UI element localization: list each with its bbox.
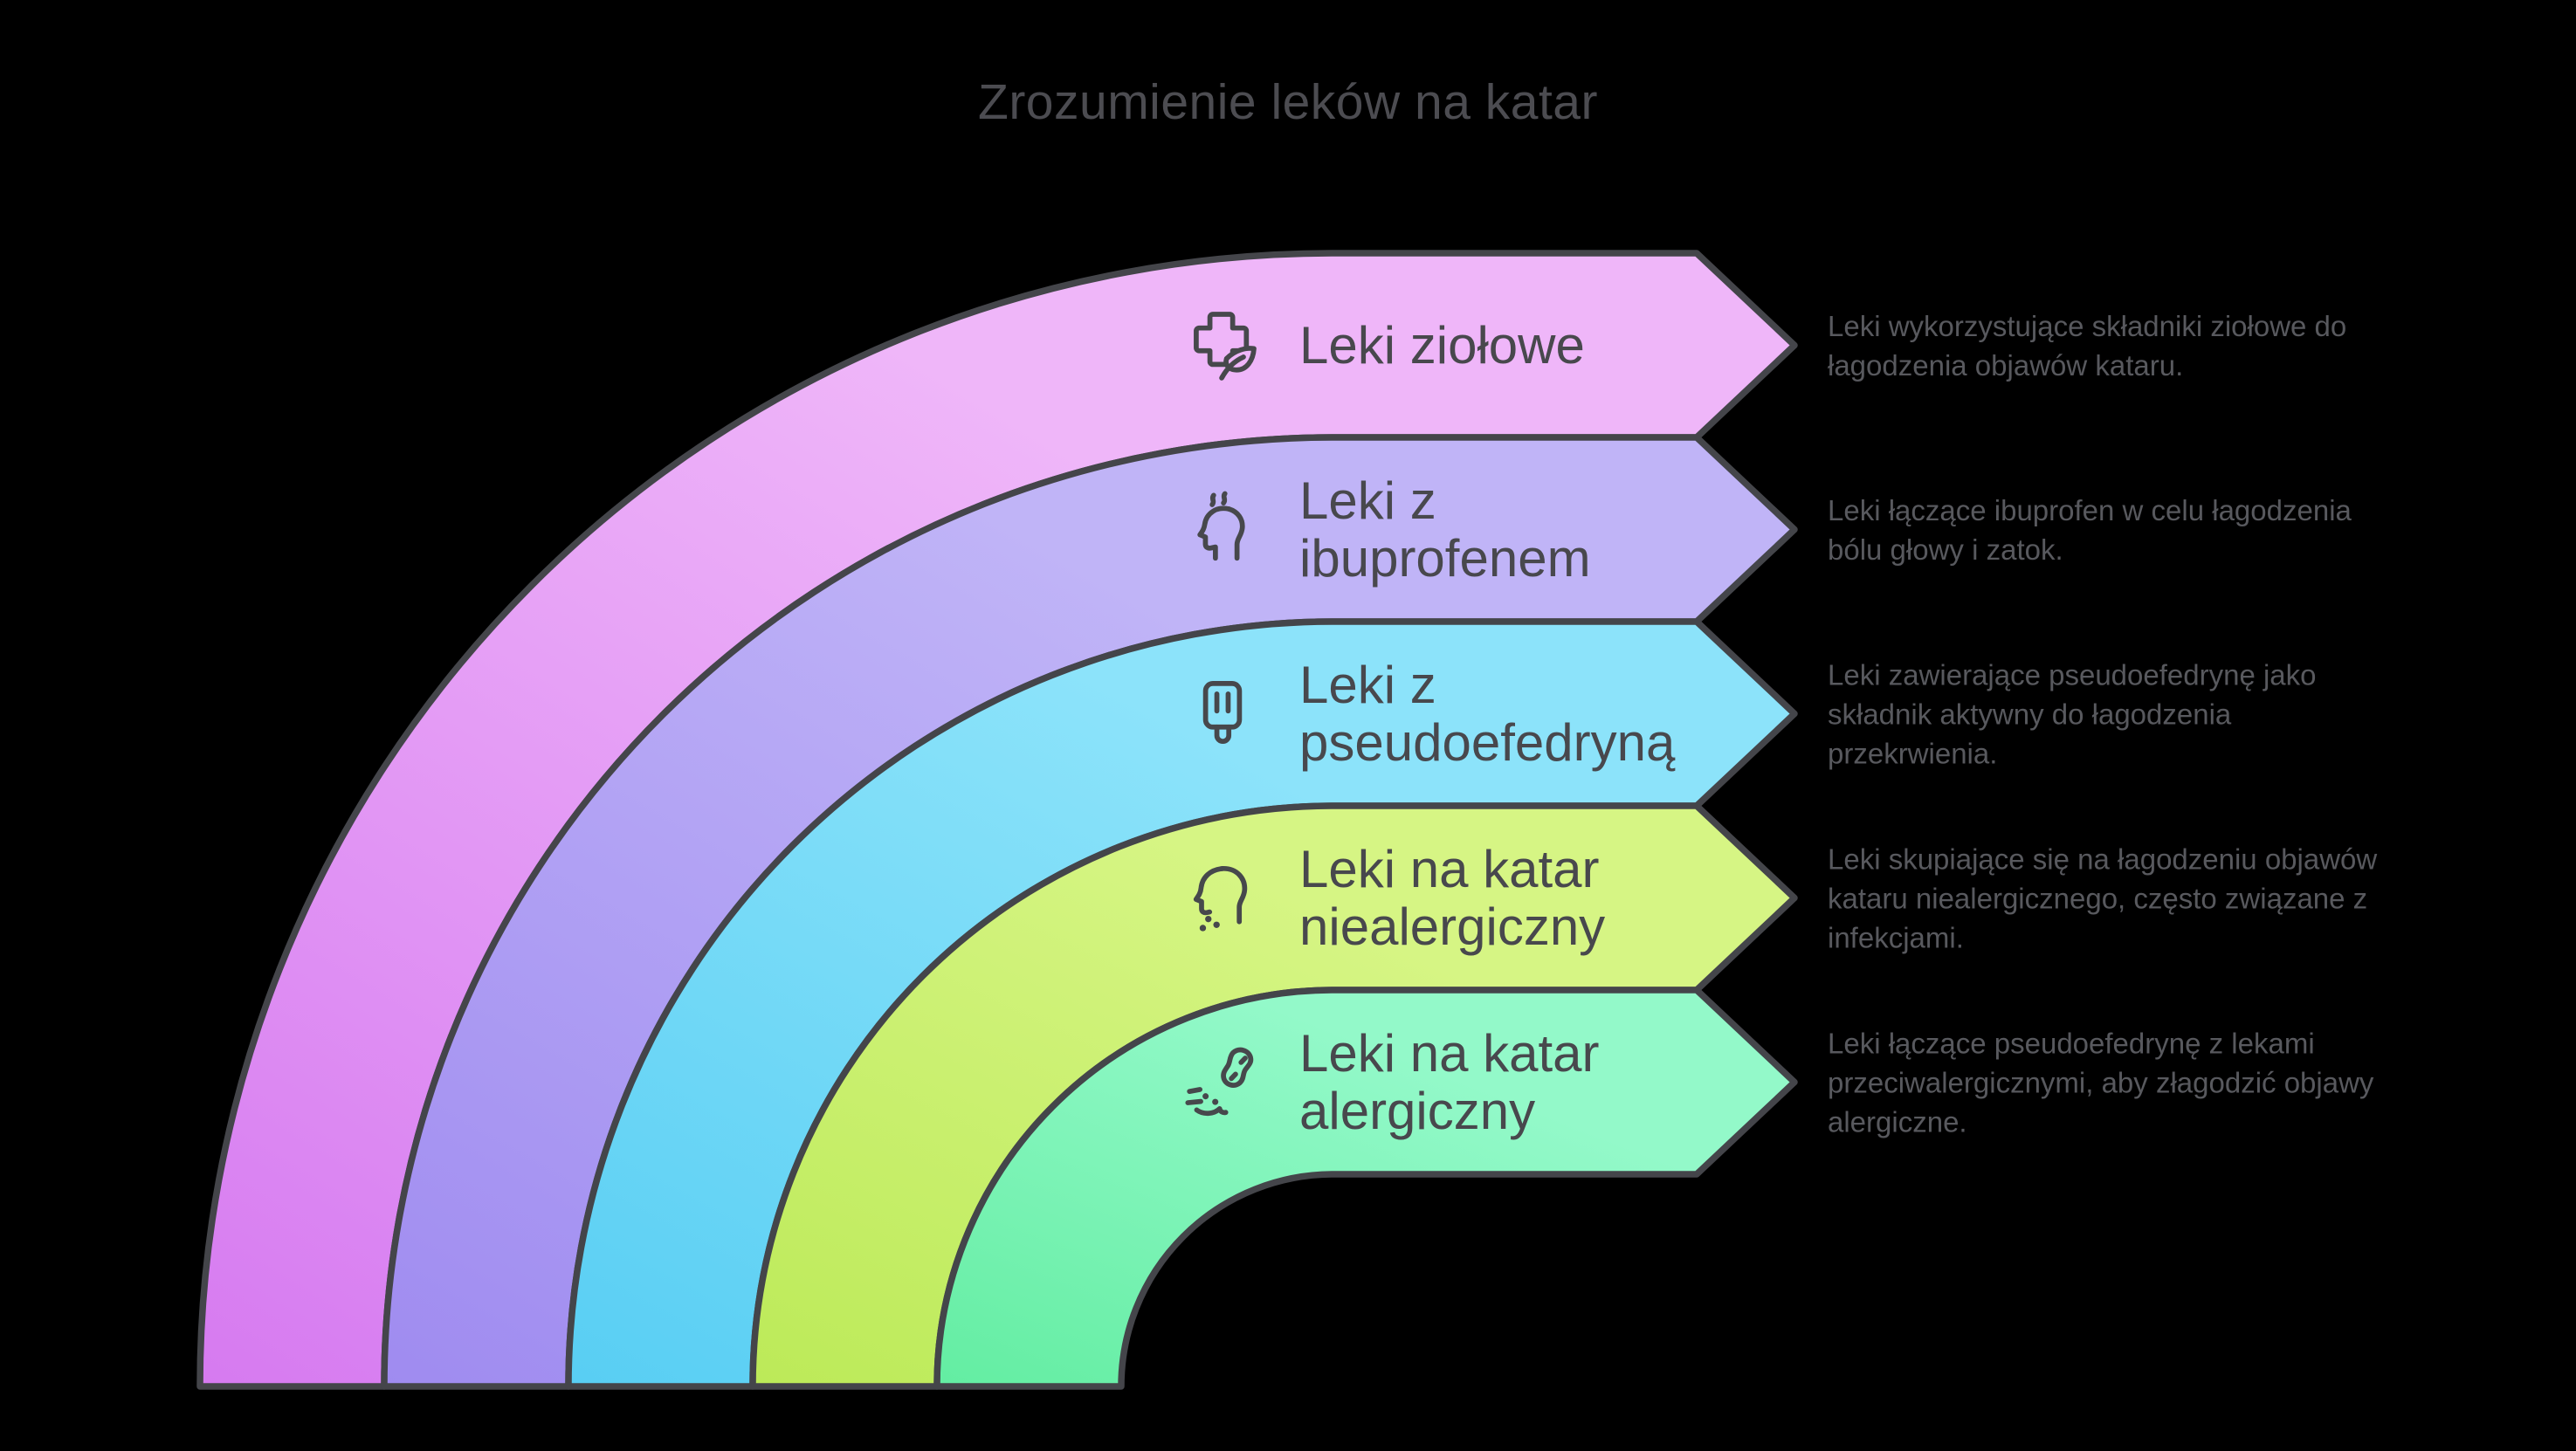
herbal-cross-icon [1181, 304, 1264, 388]
runny-nose-head-icon [1181, 856, 1264, 940]
page-title: Zrozumienie leków na katar [978, 74, 1598, 130]
headache-head-icon [1181, 488, 1264, 572]
band-5-label: Leki na katar alergiczny [1299, 1024, 1600, 1140]
band-3-content: Leki z pseudoefedryną [1181, 657, 1710, 772]
band-5-arrow-shape [933, 987, 1798, 1390]
band-1-description: Leki wykorzystujące składniki ziołowe do… [1828, 310, 2347, 382]
band-1-content: Leki ziołowe [1181, 304, 1710, 388]
band-5-content: Leki na katar alergiczny [1181, 1025, 1710, 1140]
band-2-description: Leki łączące ibuprofen w celu łagodzenia… [1828, 494, 2352, 566]
band-3-description: Leki zawierające pseudoefedrynę jako skł… [1828, 658, 2317, 770]
band-2-label: Leki z ibuprofenem [1299, 471, 1591, 588]
band-5-description: Leki łączące pseudoefedrynę z lekami prz… [1828, 1027, 2374, 1138]
nasal-spray-icon [1181, 672, 1264, 756]
band-2-content: Leki z ibuprofenem [1181, 472, 1710, 588]
band-4-content: Leki na katar niealergiczny [1181, 841, 1710, 956]
band-4-label: Leki na katar niealergiczny [1299, 840, 1606, 956]
band-4-description: Leki skupiające się na łagodzeniu objawó… [1828, 842, 2378, 954]
peanut-allergy-icon [1181, 1041, 1264, 1124]
band-1-label: Leki ziołowe [1299, 316, 1585, 375]
band-3-label: Leki z pseudoefedryną [1299, 656, 1676, 772]
